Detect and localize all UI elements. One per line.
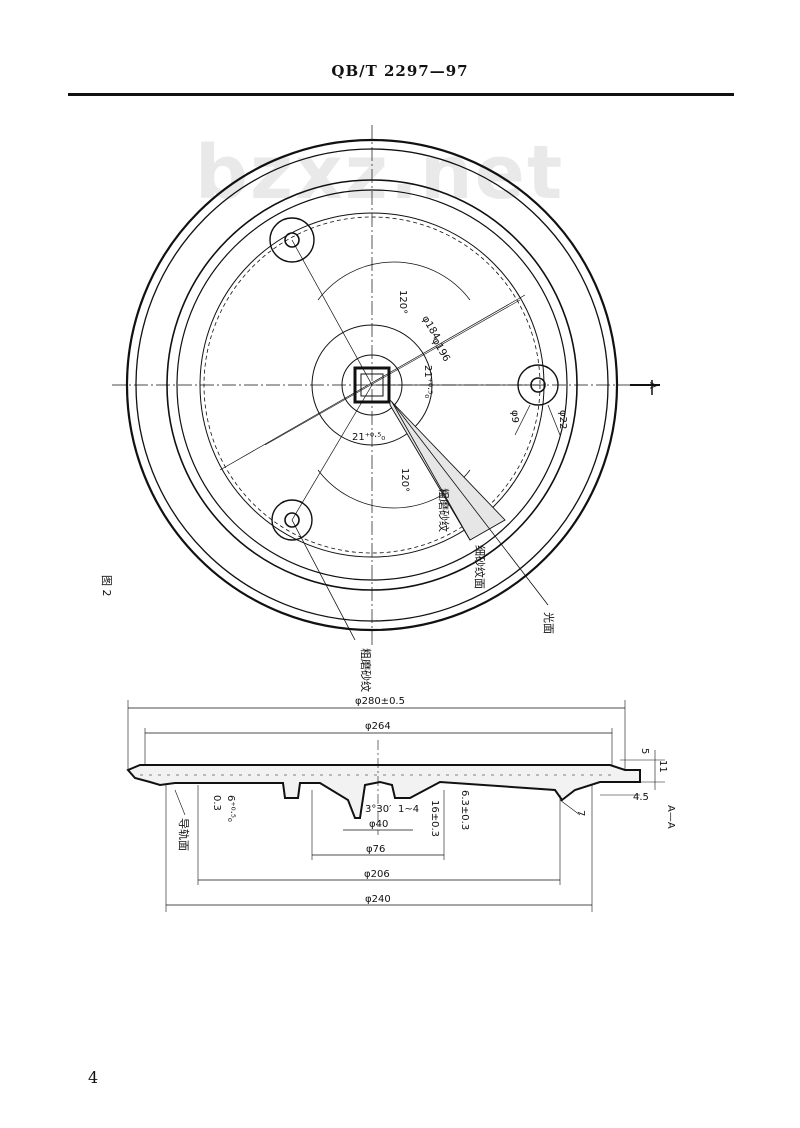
leader-smooth xyxy=(391,401,549,606)
dim-16-label: 16±0.3 xyxy=(429,800,440,837)
dim-5-label: 5 xyxy=(639,748,650,754)
square-dim-v: 21⁺⁰·⁵₀ xyxy=(422,365,433,398)
note-coarse-sand-upper: 粗磨砂纹 xyxy=(437,488,451,532)
section-title: A—A xyxy=(665,805,676,829)
hole-upper xyxy=(284,232,300,248)
header-rule xyxy=(68,93,734,96)
dia-9-label: φ9 xyxy=(509,410,520,423)
dim-76-label: φ76 xyxy=(366,844,385,855)
square-dim-h: 21⁺⁰·⁵₀ xyxy=(352,432,385,443)
dim-range-label: 1~4 xyxy=(398,804,419,815)
note-coarse-sand-lower: 粗磨砂纹 xyxy=(359,648,373,692)
ring-240 xyxy=(176,189,568,581)
dim-264-label: φ264 xyxy=(365,721,391,732)
section-view xyxy=(126,700,665,912)
section-profile xyxy=(126,764,641,819)
hole-boss-upper xyxy=(269,217,315,263)
hole-right xyxy=(530,377,546,393)
leader-fine xyxy=(391,401,471,541)
leader-7 xyxy=(559,799,581,816)
dim-angle-label: 3°30′ xyxy=(365,804,392,815)
dim-40-label: φ40 xyxy=(369,819,388,830)
rim-outer xyxy=(125,138,619,632)
section-mark-letter: A xyxy=(647,382,658,389)
note-smooth: 光面 xyxy=(542,612,556,634)
leader-phi9 xyxy=(514,404,531,436)
dia-22-label: φ22 xyxy=(557,410,568,429)
diameter-line-2 xyxy=(264,299,521,446)
angle-label-upper: 120° xyxy=(397,290,408,314)
rail-surface-label: 导轨面 xyxy=(177,818,191,851)
standard-code: QB/T 2297—97 xyxy=(331,62,469,80)
dim-280-label: φ280±0.5 xyxy=(355,696,405,707)
dim-6-3-label: 6.3±0.3 xyxy=(459,790,470,830)
hole-lower xyxy=(284,512,300,528)
radial-120-upper xyxy=(291,239,373,386)
figure-label: 图 2 xyxy=(100,575,113,597)
dim-0-3-label: 0.3 xyxy=(211,795,222,811)
angle-label-lower: 120° xyxy=(399,468,410,492)
dim-6-label: 6⁺⁰·⁵₀ xyxy=(225,795,236,822)
leader-rail xyxy=(174,789,186,816)
angle-arc-upper xyxy=(317,261,471,301)
dim-206-label: φ206 xyxy=(364,869,390,880)
page-number: 4 xyxy=(88,1068,99,1087)
dim-240-label: φ240 xyxy=(365,894,391,905)
note-fine-sand: 细砂纹面 xyxy=(473,545,487,589)
watermark: bzxz.net xyxy=(195,130,565,216)
hole-boss-right xyxy=(517,364,559,406)
leader-coarse-lower xyxy=(291,519,356,641)
plan-view xyxy=(112,125,660,645)
diameter-line xyxy=(219,294,526,471)
hole-boss-lower xyxy=(271,499,313,541)
dim-11-label: 11 xyxy=(657,760,668,773)
radial-120-lower xyxy=(291,384,373,521)
leader-phi22 xyxy=(547,404,561,436)
dim-4-5-label: 4.5 xyxy=(633,792,649,803)
dim-7-label: 7 xyxy=(575,810,586,816)
